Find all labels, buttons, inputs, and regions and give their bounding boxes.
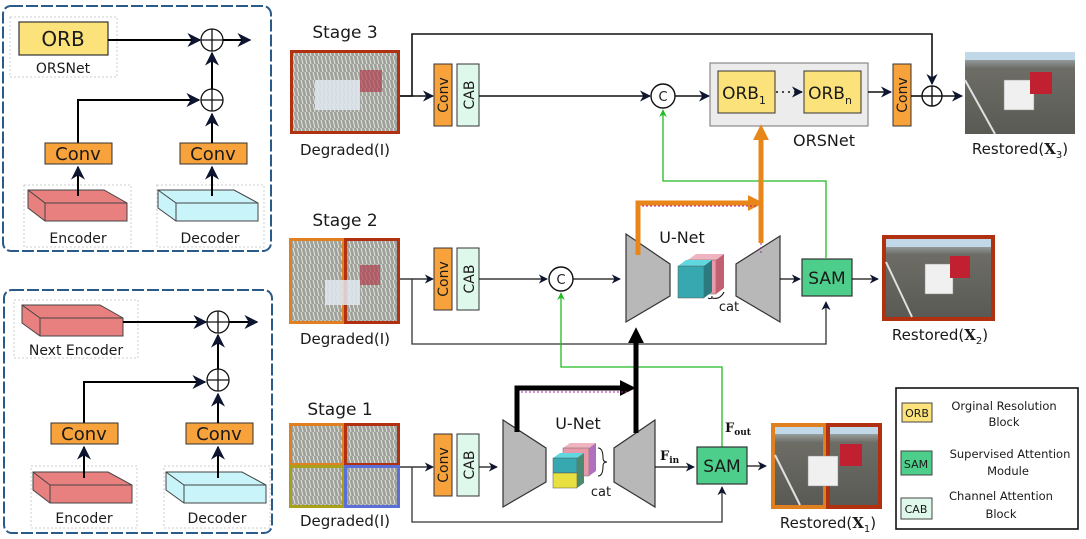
conv-block <box>433 63 453 127</box>
unet-decoder <box>613 418 656 509</box>
decoder-label: Decoder <box>181 231 240 247</box>
restored-x1-image <box>774 427 878 506</box>
unet-label: U-Net <box>659 228 705 247</box>
orsnet-frame <box>9 16 118 78</box>
unet-decoder <box>735 234 781 324</box>
f-out-label: Fout <box>725 421 752 438</box>
legend-item-cab: CAB Channel Attention Block <box>900 489 1053 521</box>
restored-x2-label: Restored(X2) <box>892 326 988 347</box>
orb-block <box>18 21 109 56</box>
svg-text:cat: cat <box>591 485 611 500</box>
sam-block <box>801 258 853 297</box>
sam-feature-link <box>557 292 723 463</box>
svg-text:ORBn: ORBn <box>808 84 852 107</box>
stage-3-title: Stage 3 <box>312 23 377 43</box>
svg-text:C: C <box>556 273 565 288</box>
svg-text:Conv: Conv <box>436 447 452 483</box>
conv-block <box>44 142 113 165</box>
restored-x1-label: Restored(X1) <box>780 514 876 535</box>
svg-text:SAM: SAM <box>904 458 928 471</box>
restored-x3-label: Restored(X3) <box>972 140 1068 161</box>
cat-feature-cube <box>677 254 724 299</box>
inset-bottom: Next Encoder Conv Conv Encoder Decoder <box>3 289 273 534</box>
svg-text:Conv: Conv <box>61 424 107 445</box>
restored-x3-image <box>964 52 1075 135</box>
conv-block <box>892 63 912 127</box>
encoder-label: Encoder <box>55 511 112 527</box>
conv-block <box>50 422 119 445</box>
svg-text:ORB: ORB <box>905 407 929 420</box>
stage-1-title: Stage 1 <box>307 400 372 420</box>
svg-text:Channel Attention: Channel Attention <box>949 489 1053 503</box>
inset-top-border <box>2 5 272 252</box>
unet-encoder <box>625 232 671 324</box>
sam-feature-link <box>659 109 827 258</box>
orb-label: ORB <box>41 27 84 51</box>
encoder-label: Encoder <box>49 231 106 247</box>
stage-2: Stage 2 Degraded(I) Conv CAB C U-Net ca <box>289 124 995 348</box>
orb-1-block <box>717 70 776 114</box>
svg-text:CAB: CAB <box>462 265 478 294</box>
legend: ORB Orginal Resolution Block SAM Supervi… <box>895 387 1079 530</box>
conv-block <box>179 142 248 165</box>
stage-1-input-label: Degraded(I) <box>300 512 390 530</box>
sam-block <box>696 446 748 485</box>
orsnet-label: ORSNet <box>36 61 91 77</box>
svg-text:Conv: Conv <box>190 144 236 165</box>
stage-3: Stage 3 Degraded(I) Conv CAB C ORB1 ORBn… <box>290 23 1075 161</box>
f-in-label: Fin <box>660 449 680 466</box>
restored-x2-image <box>885 239 991 318</box>
encoder-block <box>27 189 128 222</box>
svg-text:Block: Block <box>985 507 1016 521</box>
svg-text:Conv: Conv <box>55 144 101 165</box>
conv-block <box>185 422 254 445</box>
decoder-block <box>157 189 259 222</box>
inset-bottom-border <box>3 289 273 534</box>
unet-encoder <box>502 418 547 509</box>
svg-text:CAB: CAB <box>905 503 928 516</box>
decoder-block <box>165 471 267 504</box>
decoder-label: Decoder <box>188 511 247 527</box>
stage-1: Stage 1 Degraded(I) Conv CAB U-Net c <box>289 327 882 535</box>
orb-n-block <box>803 70 862 114</box>
svg-text:CAB: CAB <box>462 451 478 480</box>
inset-top: ORB ORSNet Conv Conv Encoder Decoder <box>2 5 272 252</box>
conv-block <box>433 433 453 497</box>
svg-text:Block: Block <box>988 415 1019 429</box>
svg-text:Conv: Conv <box>436 261 452 297</box>
svg-text:SAM: SAM <box>808 269 845 289</box>
legend-item-sam: SAM Supervised Attention Module <box>900 447 1071 478</box>
svg-text:Module: Module <box>987 464 1029 478</box>
svg-text:Conv: Conv <box>895 77 911 113</box>
svg-text:ORB1: ORB1 <box>722 84 766 107</box>
orsnet-label: ORSNet <box>793 131 855 150</box>
next-encoder-label: Next Encoder <box>29 343 124 359</box>
svg-text:Conv: Conv <box>196 424 242 445</box>
svg-text:Conv: Conv <box>436 77 452 113</box>
stage-2-input-label: Degraded(I) <box>300 330 390 348</box>
legend-item-orb: ORB Orginal Resolution Block <box>901 399 1057 429</box>
skip-connection-arrow <box>514 379 636 432</box>
unet-label: U-Net <box>555 414 601 433</box>
encoder-block <box>32 471 133 504</box>
skip-connection-arrow <box>635 194 764 255</box>
svg-text:SAM: SAM <box>703 457 740 477</box>
stage-2-title: Stage 2 <box>312 211 377 231</box>
stage-3-input-label: Degraded(I) <box>300 141 390 159</box>
svg-text:Orginal Resolution: Orginal Resolution <box>951 399 1056 413</box>
cat-feature-cube <box>552 443 596 489</box>
cab-block <box>456 63 480 127</box>
svg-text:C: C <box>658 90 667 105</box>
svg-text:CAB: CAB <box>462 81 478 110</box>
svg-text:Supervised Attention: Supervised Attention <box>950 447 1071 461</box>
svg-text:cat: cat <box>719 300 739 315</box>
cab-block <box>456 433 480 497</box>
conv-block <box>433 247 453 311</box>
next-encoder-block <box>21 304 124 337</box>
